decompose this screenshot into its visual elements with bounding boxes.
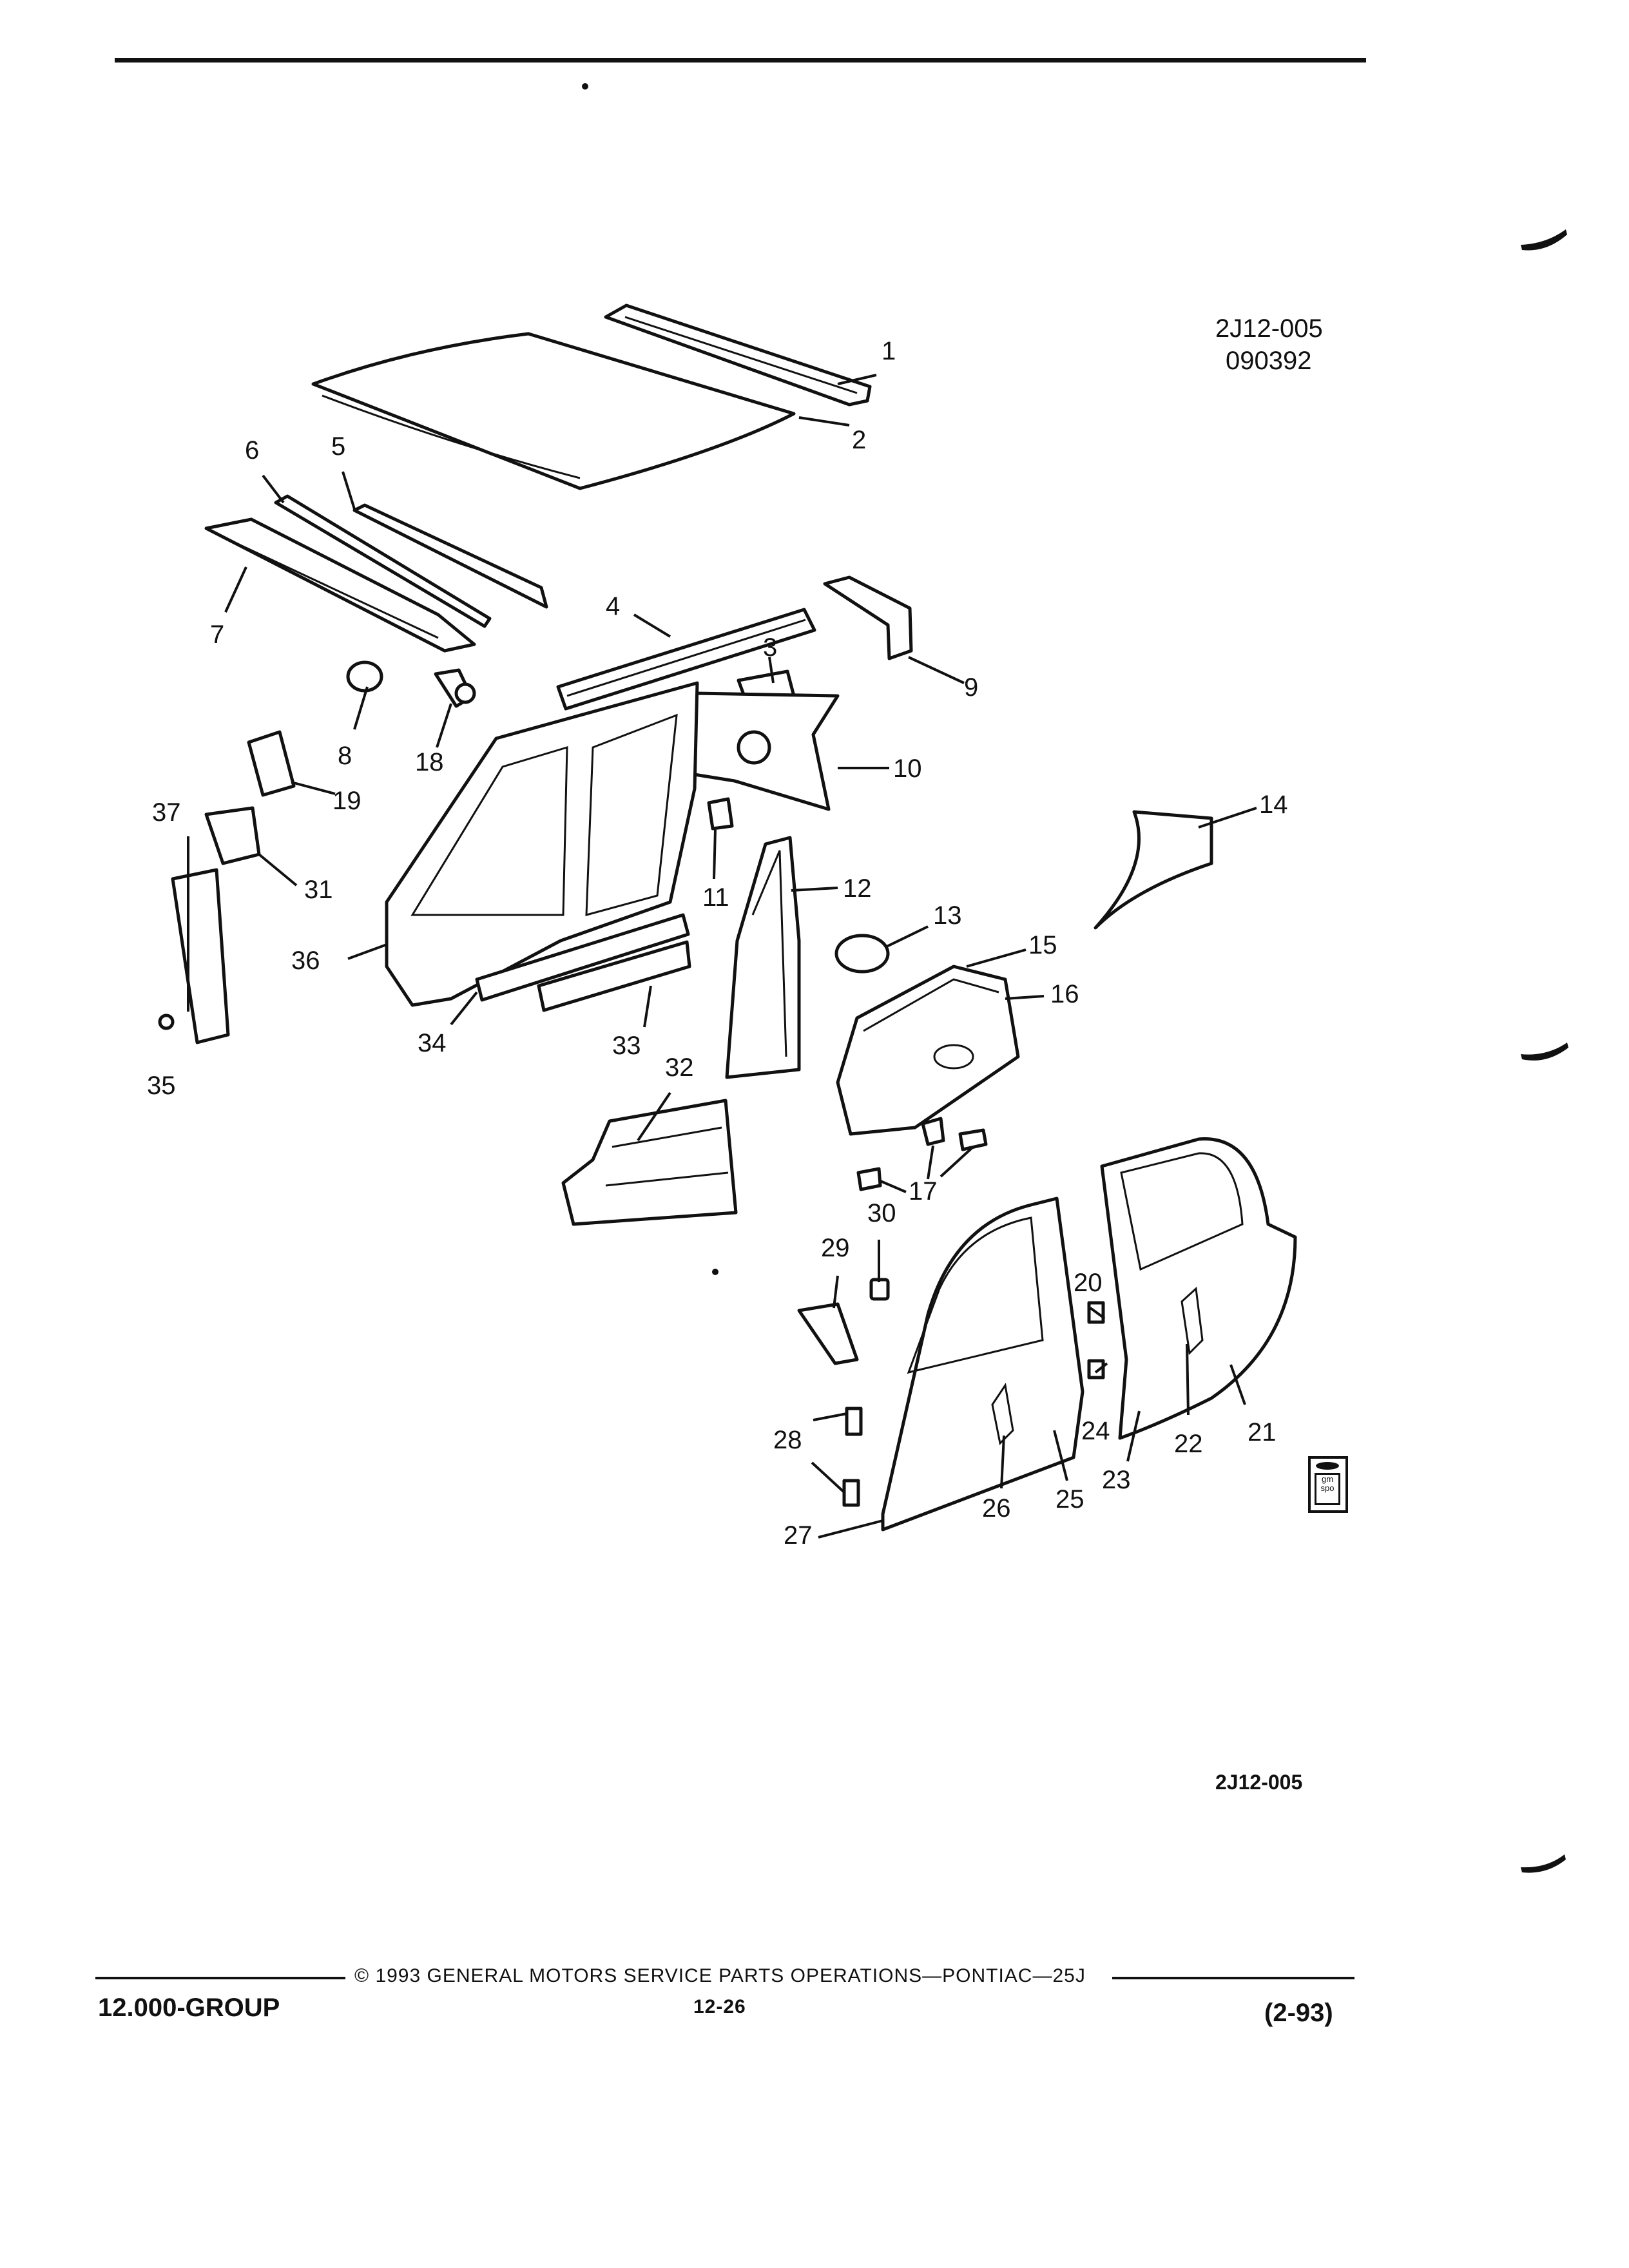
callout-16: 16 [1050, 980, 1079, 1008]
part-roof-rail-inner [204, 517, 476, 653]
margin-tick [1521, 1854, 1566, 1873]
callout-17: 17 [909, 1177, 938, 1206]
part-header [556, 608, 816, 711]
logo-text: gm spo [1315, 1473, 1340, 1505]
callout-13: 13 [933, 901, 962, 930]
callout-28: 28 [773, 1426, 802, 1454]
footer-rule-right [1112, 1977, 1354, 1979]
part-wheelhouse-ext [1094, 810, 1213, 930]
callout-31: 31 [304, 876, 333, 904]
footer-page-number: 12-26 [693, 1996, 746, 2017]
part-floor-side [561, 1099, 738, 1226]
part-trim-37 [171, 868, 230, 1044]
callout-19: 19 [333, 787, 361, 815]
callout-27: 27 [784, 1521, 813, 1550]
figure-ref-code: 2J12-005 [1215, 314, 1323, 343]
callout-1: 1 [882, 337, 896, 365]
footer-revision: (2-93) [1264, 1999, 1333, 2027]
callout-11: 11 [702, 883, 729, 912]
callout-2: 2 [852, 426, 866, 454]
part-roof-bow [604, 303, 872, 407]
margin-tick [1521, 229, 1567, 251]
callout-3: 3 [763, 633, 777, 662]
footer-group: 12.000-GROUP [98, 1994, 280, 2022]
part-bracket-19 [247, 730, 296, 797]
figure-date-code: 090392 [1226, 347, 1312, 375]
callout-14: 14 [1259, 791, 1288, 819]
part-bracket-31 [204, 806, 261, 865]
part-bracket-17c [856, 1167, 882, 1191]
callout-25: 25 [1055, 1485, 1084, 1514]
callout-22: 22 [1174, 1430, 1203, 1458]
callout-9: 9 [964, 673, 978, 702]
part-bracket-17a [921, 1117, 945, 1146]
part-clip-11 [707, 797, 734, 831]
part-center-pillar [725, 836, 801, 1079]
part-roof-rail-outer [352, 503, 548, 609]
callout-35: 35 [147, 1072, 176, 1100]
callout-23: 23 [1102, 1466, 1131, 1494]
callout-33: 33 [612, 1032, 641, 1060]
gm-spo-logo: gm spo [1308, 1456, 1348, 1513]
callout-21: 21 [1248, 1418, 1277, 1446]
logo-oval [1316, 1462, 1339, 1470]
callout-8: 8 [338, 742, 352, 770]
callout-labels: 1 2 3 4 5 6 7 8 9 10 11 12 13 14 15 16 1… [147, 337, 1288, 1550]
callout-4: 4 [606, 592, 620, 620]
callout-20: 20 [1074, 1269, 1103, 1297]
callout-29: 29 [821, 1234, 850, 1262]
callout-7: 7 [210, 620, 224, 649]
callout-24: 24 [1081, 1417, 1110, 1445]
part-fastener [158, 1014, 175, 1030]
part-bracket-17b [958, 1128, 988, 1151]
callout-30: 30 [867, 1199, 896, 1227]
part-wheelhouse [836, 965, 1020, 1136]
callout-5: 5 [331, 432, 345, 461]
part-hinge-24 [1087, 1359, 1105, 1379]
callout-15: 15 [1028, 931, 1057, 959]
callout-18: 18 [415, 748, 444, 776]
callout-37: 37 [152, 798, 181, 827]
scan-speck [712, 1269, 718, 1275]
part-body-side-frame [385, 681, 699, 1007]
scan-speck [582, 83, 588, 90]
part-striker [869, 1278, 890, 1301]
part-grommet-13 [834, 934, 890, 974]
callout-10: 10 [893, 754, 922, 783]
callout-34: 34 [418, 1029, 447, 1057]
callout-26: 26 [982, 1494, 1011, 1523]
leader-lines [187, 374, 1257, 1539]
part-grommet [434, 668, 476, 708]
part-rear-door [1100, 1137, 1297, 1440]
top-rule [115, 58, 1366, 62]
footer-rule-left [95, 1977, 345, 1979]
callout-6: 6 [245, 436, 259, 465]
footer-copyright: © 1993 GENERAL MOTORS SERVICE PARTS OPER… [354, 1965, 1086, 1986]
part-bracket-29 [797, 1302, 859, 1365]
callout-32: 32 [665, 1053, 694, 1082]
figure-bottom-ref: 2J12-005 [1215, 1771, 1303, 1794]
part-rocker [475, 913, 690, 1002]
callout-36: 36 [291, 947, 320, 975]
part-plug [346, 660, 383, 693]
part-roof-panel [311, 332, 796, 490]
part-drip-molding [274, 494, 492, 628]
part-front-door [881, 1196, 1084, 1532]
part-rocker-reinf [537, 940, 691, 1012]
callout-12: 12 [843, 874, 872, 903]
margin-tick [1521, 1043, 1568, 1061]
part-hinge-28b [842, 1479, 860, 1507]
part-hinge-28a [845, 1407, 863, 1436]
part-bracket-9 [823, 575, 913, 660]
